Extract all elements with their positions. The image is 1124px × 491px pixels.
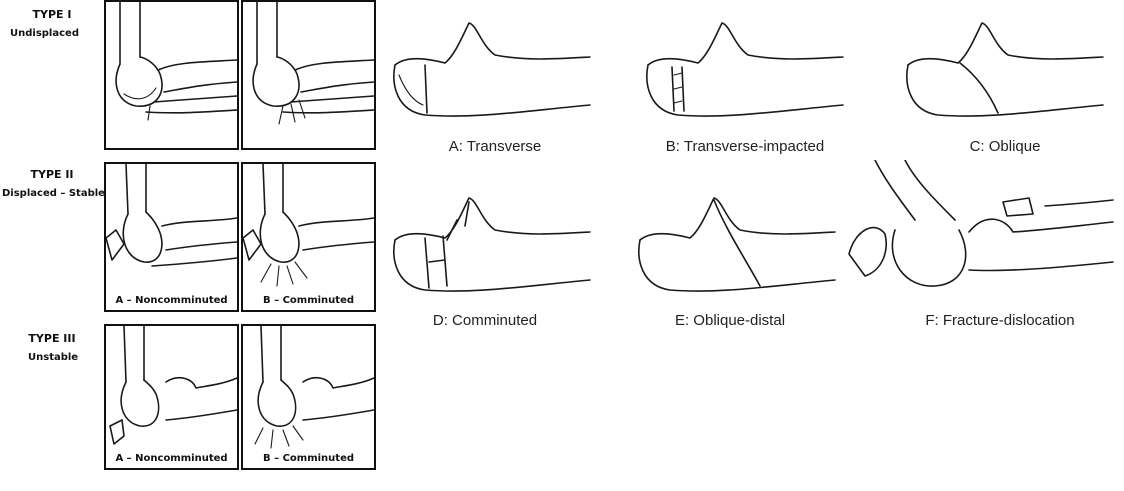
figure-oblique: [898, 15, 1108, 130]
type-1-title: TYPE I: [22, 8, 82, 21]
figure-oblique-distal: [630, 190, 840, 305]
olecranon-drawing: [638, 15, 848, 130]
elbow-drawing: [106, 2, 237, 148]
figure-transverse-impacted: [638, 15, 848, 130]
elbow-drawing: [243, 326, 374, 468]
type-3-panel-b-label: B – Comminuted: [243, 453, 374, 464]
caption-oblique: C: Oblique: [905, 138, 1105, 155]
figure-comminuted: [385, 190, 595, 305]
elbow-drawing: [243, 164, 374, 310]
type-1-panel-b: [241, 0, 376, 150]
type-2-panel-b-label: B – Comminuted: [243, 295, 374, 306]
type-2-panel-a-label: A – Noncomminuted: [106, 295, 237, 306]
elbow-drawing: [106, 326, 237, 468]
type-2-subtitle: Displaced – Stable: [2, 188, 105, 200]
caption-oblique-distal: E: Oblique-distal: [630, 312, 830, 329]
type-3-title: TYPE III: [22, 332, 82, 345]
caption-transverse-impacted: B: Transverse-impacted: [635, 138, 855, 155]
caption-transverse: A: Transverse: [395, 138, 595, 155]
elbow-drawing: [243, 2, 374, 148]
type-2-title: TYPE II: [22, 168, 82, 181]
elbow-drawing: [106, 164, 237, 310]
type-2-panel-b: B – Comminuted: [241, 162, 376, 312]
olecranon-drawing: [385, 15, 595, 130]
figure-transverse: [385, 15, 595, 130]
elbow-dislocation-drawing: [845, 160, 1115, 305]
type-1-panel-a: [104, 0, 239, 150]
olecranon-drawing: [385, 190, 595, 305]
type-2-panel-a: A – Noncomminuted: [104, 162, 239, 312]
caption-fracture-dislocation: F: Fracture-dislocation: [890, 312, 1110, 329]
type-3-panel-b: B – Comminuted: [241, 324, 376, 470]
type-3-panel-a-label: A – Noncomminuted: [106, 453, 237, 464]
type-3-panel-a: A – Noncomminuted: [104, 324, 239, 470]
figure-fracture-dislocation: [845, 160, 1115, 305]
olecranon-drawing: [630, 190, 840, 305]
type-1-subtitle: Undisplaced: [10, 28, 79, 40]
olecranon-drawing: [898, 15, 1108, 130]
type-3-subtitle: Unstable: [28, 352, 78, 364]
caption-comminuted: D: Comminuted: [385, 312, 585, 329]
